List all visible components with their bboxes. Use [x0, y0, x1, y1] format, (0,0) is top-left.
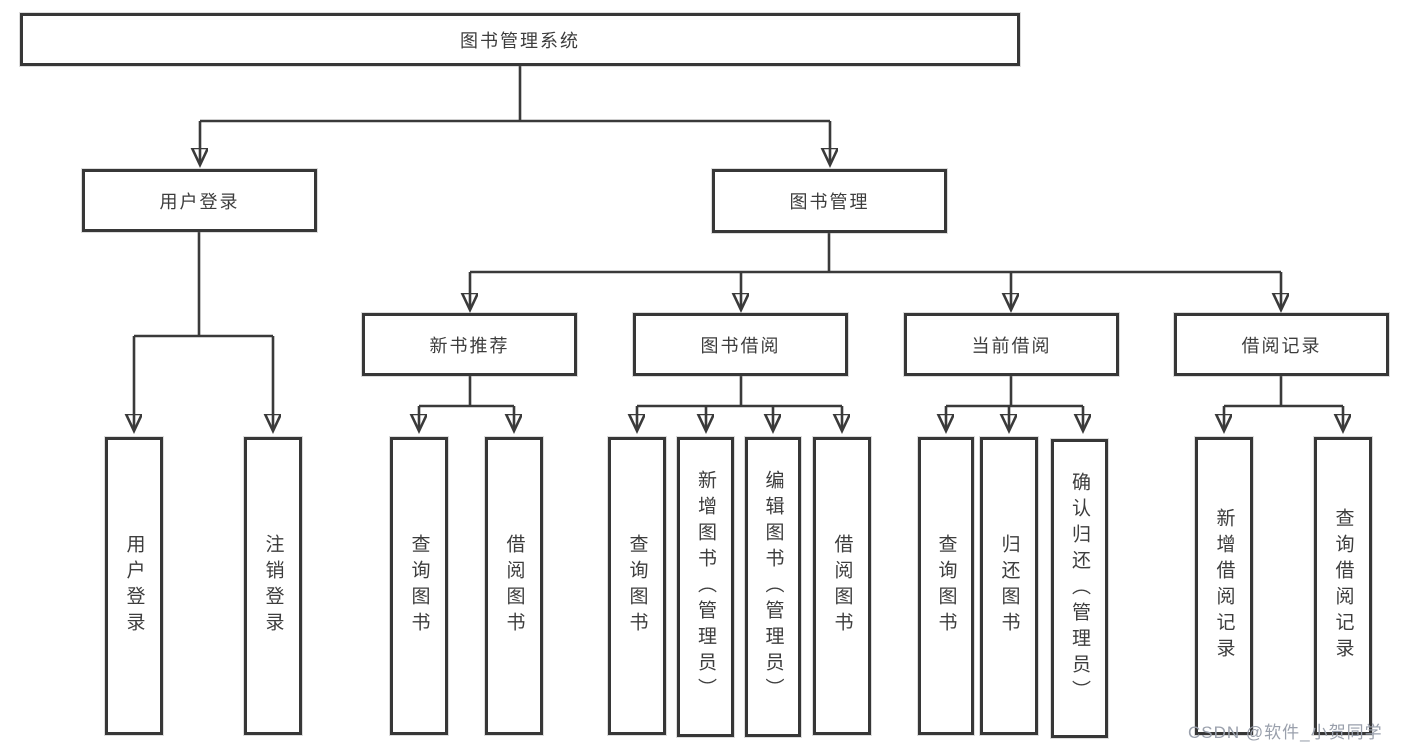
leaf-logout-login: 注销登录 — [244, 437, 302, 735]
node-book-borrow: 图书借阅 — [633, 313, 848, 376]
leaf-borrow-books-recommend: 借阅图书 — [485, 437, 543, 735]
node-book-management: 图书管理 — [712, 169, 947, 233]
node-current-borrow: 当前借阅 — [904, 313, 1119, 376]
leaf-query-borrow-record: 查询借阅记录 — [1314, 437, 1372, 735]
leaf-query-books-borrow: 查询图书 — [608, 437, 666, 735]
leaf-query-books-recommend: 查询图书 — [390, 437, 448, 735]
csdn-watermark: CSDN @软件_小贺同学 — [1188, 723, 1383, 742]
leaf-user-login: 用户登录 — [105, 437, 163, 735]
leaf-add-borrow-record: 新增借阅记录 — [1195, 437, 1253, 735]
leaf-borrow-books-borrow: 借阅图书 — [813, 437, 871, 735]
leaf-add-book-admin: 新增图书（管理员） — [677, 437, 734, 737]
leaf-return-books: 归还图书 — [980, 437, 1038, 735]
leaf-confirm-return-admin: 确认归还（管理员） — [1051, 439, 1108, 738]
node-user-login: 用户登录 — [82, 169, 317, 232]
leaf-query-books-current: 查询图书 — [918, 437, 974, 735]
node-library-management-system: 图书管理系统 — [20, 13, 1020, 66]
node-new-book-recommend: 新书推荐 — [362, 313, 577, 376]
node-borrow-records: 借阅记录 — [1174, 313, 1389, 376]
leaf-edit-book-admin: 编辑图书（管理员） — [745, 437, 801, 737]
